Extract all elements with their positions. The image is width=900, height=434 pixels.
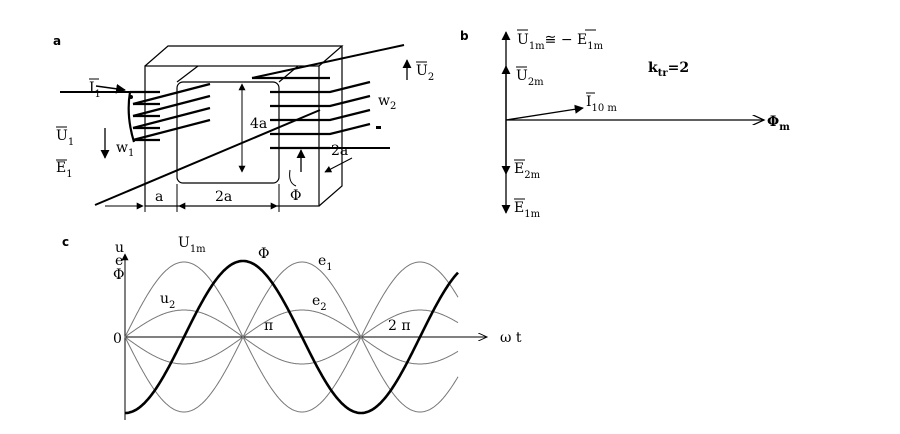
label-u2-wave: u2 <box>160 291 175 311</box>
label-e1-wave: e1 <box>318 253 333 273</box>
label-2a-bottom: 2a <box>215 189 232 205</box>
label-e2-wave: e2 <box>312 293 327 313</box>
curve-phi <box>125 259 459 415</box>
label-4a: 4a <box>250 116 267 132</box>
primary-lead-bottom <box>94 109 321 206</box>
secondary-lead-top <box>251 44 405 79</box>
curve-u2 <box>124 309 459 365</box>
label-e1m: E1m <box>514 200 541 220</box>
axis-label-omega-t: ω t <box>500 330 522 346</box>
label-u1m-wave: U1m <box>178 235 206 255</box>
panel-label-c: c <box>62 235 69 249</box>
axis-label-phi: Φ <box>113 267 124 283</box>
label-w1: w1 <box>116 140 134 159</box>
axis-label-u: u <box>115 240 124 256</box>
curve-e1 <box>124 261 459 413</box>
panel-label-a: a <box>53 34 61 48</box>
label-u1: U1 <box>56 128 74 148</box>
label-ktr: ktr=2 <box>648 60 689 79</box>
origin-label: 0 <box>113 331 122 347</box>
axis-label-e: e <box>115 253 123 269</box>
label-i1: I1 <box>89 80 101 100</box>
label-u2: U2 <box>416 63 434 83</box>
tick-label-2pi: 2 π <box>388 318 411 334</box>
label-u1m-rel: U1m≅ − E1m <box>517 32 604 52</box>
polarity-dot-secondary <box>376 126 381 129</box>
phasor-axes <box>501 31 764 214</box>
current-i1-arrow <box>95 83 126 94</box>
label-u2m: U2m <box>516 68 544 88</box>
label-i10m: I10 m <box>586 94 617 114</box>
label-2a-depth: 2a <box>331 143 348 159</box>
dimension-2a-depth <box>324 157 353 173</box>
label-w2: w2 <box>378 93 396 112</box>
secondary-winding <box>252 76 371 150</box>
label-e2m: E2m <box>514 161 541 181</box>
label-e1: E1 <box>56 160 73 180</box>
label-phi-wave: Φ <box>258 246 269 262</box>
label-phim: Φm <box>767 114 790 133</box>
curve-e2 <box>124 309 459 365</box>
label-a: a <box>155 189 163 205</box>
label-flux: Φ <box>290 188 301 204</box>
polarity-dot-primary <box>129 95 133 99</box>
primary-winding <box>127 82 211 143</box>
phasor-i10m-arrow <box>505 104 584 121</box>
waveform-curves <box>124 259 459 415</box>
tick-label-pi: π <box>264 318 273 334</box>
curve-u1m <box>124 261 459 413</box>
panel-label-b: b <box>460 29 469 43</box>
flux-leader <box>289 169 297 187</box>
transformer-core <box>144 45 344 207</box>
